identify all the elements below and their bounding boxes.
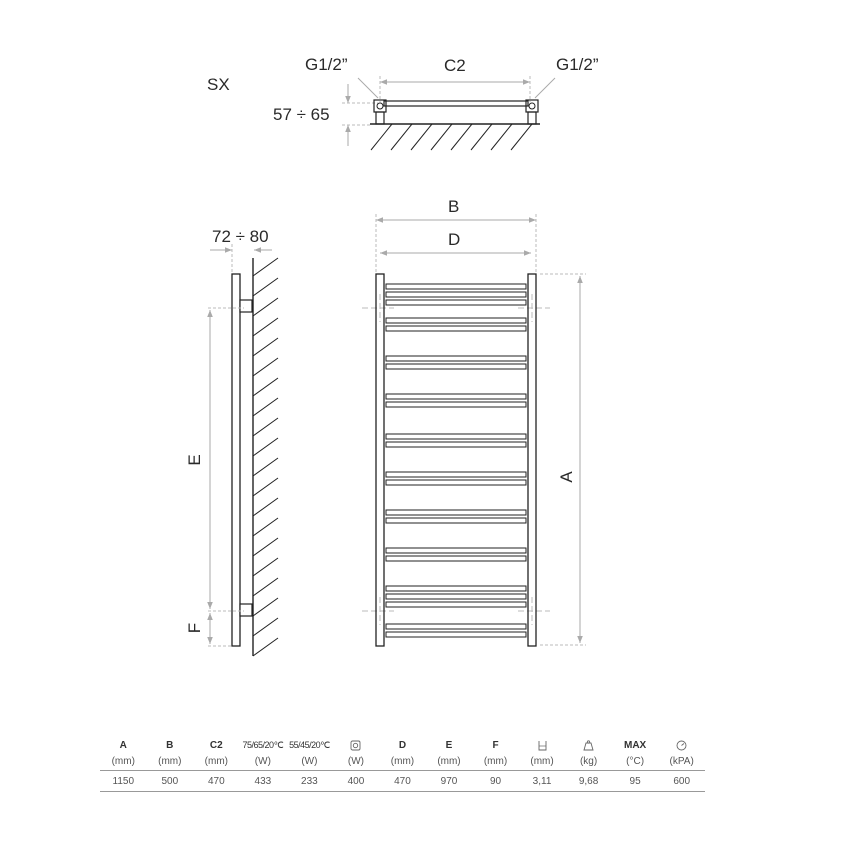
- radiator-top-outline: [383, 100, 529, 107]
- value-output-75: 433: [239, 770, 287, 792]
- header-d: D: [398, 740, 407, 751]
- wall-hatch-side: [252, 257, 279, 657]
- header-e: E: [445, 740, 453, 751]
- unit-e: (mm): [425, 753, 473, 771]
- depth-label: 72 ÷ 80: [212, 227, 269, 246]
- b-label: B: [448, 197, 459, 216]
- unit-pressure: (kPA): [658, 753, 705, 771]
- value-e: 970: [425, 770, 473, 792]
- header-pressure: [658, 738, 705, 753]
- slat: [385, 317, 527, 324]
- value-pressure: 600: [658, 770, 705, 792]
- radiator-slats: [385, 283, 527, 638]
- slat: [385, 631, 527, 638]
- left-leader-line: [357, 77, 379, 99]
- header-capacity: [519, 738, 566, 753]
- front-view: B D A: [362, 197, 586, 647]
- header-b: B: [166, 740, 174, 751]
- slat: [385, 601, 527, 608]
- slat: [385, 325, 527, 332]
- unit-a: (mm): [100, 753, 147, 771]
- value-output-55: 233: [286, 770, 333, 792]
- slat: [385, 593, 527, 600]
- side-view: 72 ÷ 80: [185, 227, 279, 657]
- unit-c2: (mm): [193, 753, 240, 771]
- value-b: 500: [146, 770, 194, 792]
- unit-weight: (kg): [565, 753, 612, 771]
- upper-bracket: [239, 299, 253, 313]
- slat: [385, 401, 527, 408]
- pressure-icon: [676, 740, 687, 751]
- c2-label: C2: [444, 56, 466, 75]
- unit-max: (°C): [611, 753, 659, 771]
- slat: [385, 393, 527, 400]
- slat: [385, 547, 527, 554]
- slat: [385, 479, 527, 486]
- power-icon: [350, 740, 361, 751]
- lower-bracket: [239, 603, 253, 617]
- slat: [385, 623, 527, 630]
- slat: [385, 509, 527, 516]
- slat: [385, 299, 527, 306]
- slat: [385, 555, 527, 562]
- units-row: (mm) (mm) (mm) (W) (W) (W) (mm) (mm) (mm…: [100, 753, 705, 771]
- header-a: A: [119, 740, 127, 751]
- slat: [385, 517, 527, 524]
- header-power: [333, 738, 380, 753]
- left-collector: [375, 273, 385, 647]
- value-c2: 470: [193, 770, 240, 792]
- slat: [385, 585, 527, 592]
- unit-power: (W): [332, 753, 380, 771]
- right-leader-line: [534, 77, 556, 99]
- slat: [385, 363, 527, 370]
- side-label: SX: [207, 75, 230, 94]
- unit-output-75: (W): [239, 753, 287, 771]
- value-a: 1150: [100, 770, 147, 792]
- header-output-55: 55/45/20℃: [289, 740, 330, 750]
- value-max: 95: [611, 770, 659, 792]
- wall-offset-label: 57 ÷ 65: [273, 105, 330, 124]
- slat: [385, 355, 527, 362]
- value-power: 400: [332, 770, 380, 792]
- unit-output-55: (W): [286, 753, 333, 771]
- left-connection-label: G1/2”: [305, 55, 348, 74]
- header-f: F: [492, 740, 499, 751]
- slat: [385, 283, 527, 290]
- value-weight: 9,68: [565, 770, 612, 792]
- values-row: 1150 500 470 433 233 400 470 970 90 3,11…: [100, 770, 705, 792]
- weight-icon: [583, 740, 594, 751]
- d-label: D: [448, 230, 460, 249]
- value-capacity: 3,11: [518, 770, 566, 792]
- header-output-75: 75/65/20℃: [242, 740, 284, 750]
- e-label: E: [185, 454, 204, 465]
- header-c2: C2: [209, 740, 223, 751]
- slat: [385, 471, 527, 478]
- a-label: A: [557, 471, 576, 483]
- spec-table: A B C2 75/65/20℃ 55/45/20℃ D E F MAX: [100, 738, 705, 792]
- right-collector: [527, 273, 537, 647]
- capacity-icon: [538, 740, 546, 751]
- slat: [385, 433, 527, 440]
- wall-hatch-top: [370, 123, 533, 151]
- unit-b: (mm): [146, 753, 194, 771]
- f-label: F: [185, 623, 204, 633]
- slat: [385, 441, 527, 448]
- unit-f: (mm): [472, 753, 519, 771]
- radiator-side-profile: [231, 273, 241, 647]
- header-row: A B C2 75/65/20℃ 55/45/20℃ D E F MAX: [100, 738, 705, 753]
- value-f: 90: [472, 770, 519, 792]
- unit-d: (mm): [379, 753, 426, 771]
- top-view: SX G1/2” G1/2” C2 57 ÷ 65: [207, 55, 599, 151]
- value-d: 470: [379, 770, 426, 792]
- right-connection-label: G1/2”: [556, 55, 599, 74]
- header-max: MAX: [623, 740, 647, 751]
- header-weight: [565, 738, 612, 753]
- unit-capacity: (mm): [518, 753, 566, 771]
- slat: [385, 291, 527, 298]
